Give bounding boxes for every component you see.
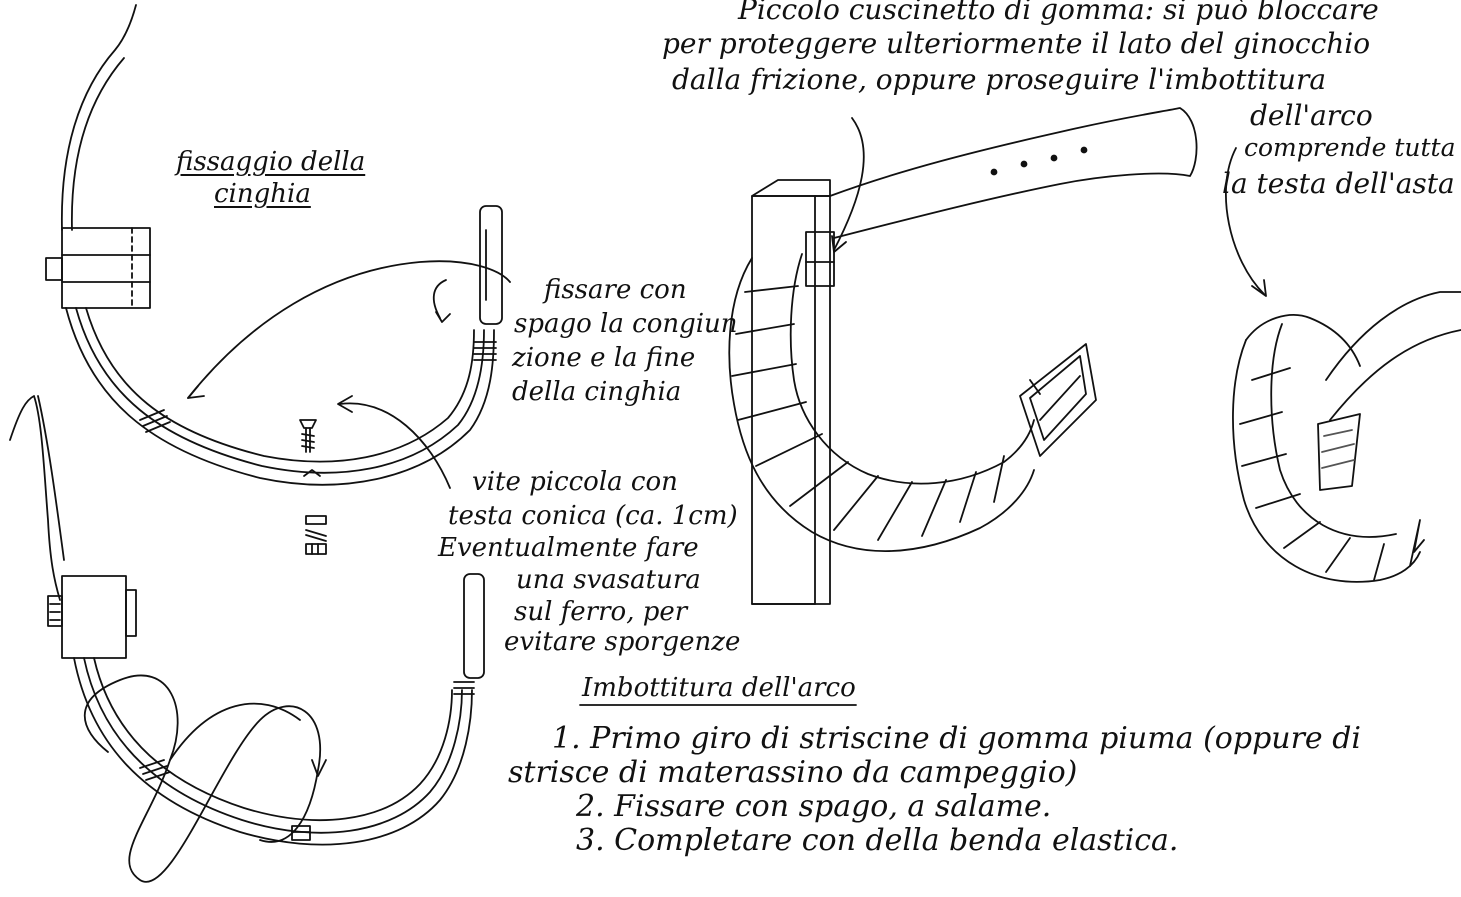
strap-fixing-title-line1: fissaggio della	[176, 148, 365, 178]
head-note-line2: la testa dell'asta	[1222, 168, 1455, 200]
screw-note-line4: una svasatura	[516, 566, 701, 596]
leather-strap	[830, 108, 1197, 238]
padding-step-2: 2. Fissare con spago, a salame.	[576, 790, 1051, 825]
screw-note-line1: vite piccola con	[472, 468, 678, 498]
padding-step-1: 1. Primo giro di striscine di gomma pium…	[552, 722, 1361, 757]
screw-note-arrow	[340, 403, 450, 488]
lower-arch-drawing	[10, 396, 484, 882]
padding-title: Imbottitura dell'arco	[582, 674, 856, 704]
cushion-note-line3: dalla frizione, oppure proseguire l'imbo…	[672, 64, 1326, 96]
padding-step-1-cont: strisce di materassino da campeggio)	[508, 756, 1077, 791]
padded-bar-drawing	[729, 108, 1196, 604]
twine-note-line2: spago la congiun	[514, 310, 738, 340]
twine-note-line1: fissare con	[544, 276, 687, 306]
small-screw-icon	[300, 420, 316, 452]
twine-note-line4: della cinghia	[512, 378, 681, 408]
buckle	[1020, 344, 1096, 456]
strap-fixing-title-line2: cinghia	[214, 180, 311, 210]
padding-wraps	[729, 254, 1034, 551]
twine-note-line3: zione e la fine	[512, 344, 695, 374]
cushion-note-line2: per proteggere ulteriormente il lato del…	[662, 28, 1370, 60]
screw-note-line2: testa conica (ca. 1cm)	[448, 502, 738, 532]
screw-note-line5: sul ferro, per	[514, 598, 687, 628]
screw-note-line3: Eventualmente fare	[438, 534, 699, 564]
head-note-line1: comprende tutta	[1244, 134, 1456, 163]
cushion-note-line4: dell'arco	[1250, 100, 1373, 132]
upper-arch-drawing	[46, 5, 510, 485]
screw-detail-icon	[306, 516, 326, 554]
padding-step-3: 3. Completare con della benda elastica.	[576, 824, 1178, 859]
padded-head-drawing	[1226, 148, 1461, 582]
screw-note-line6: evitare sporgenze	[504, 628, 740, 658]
cushion-note-line1: Piccolo cuscinetto di gomma: si può bloc…	[738, 0, 1379, 26]
